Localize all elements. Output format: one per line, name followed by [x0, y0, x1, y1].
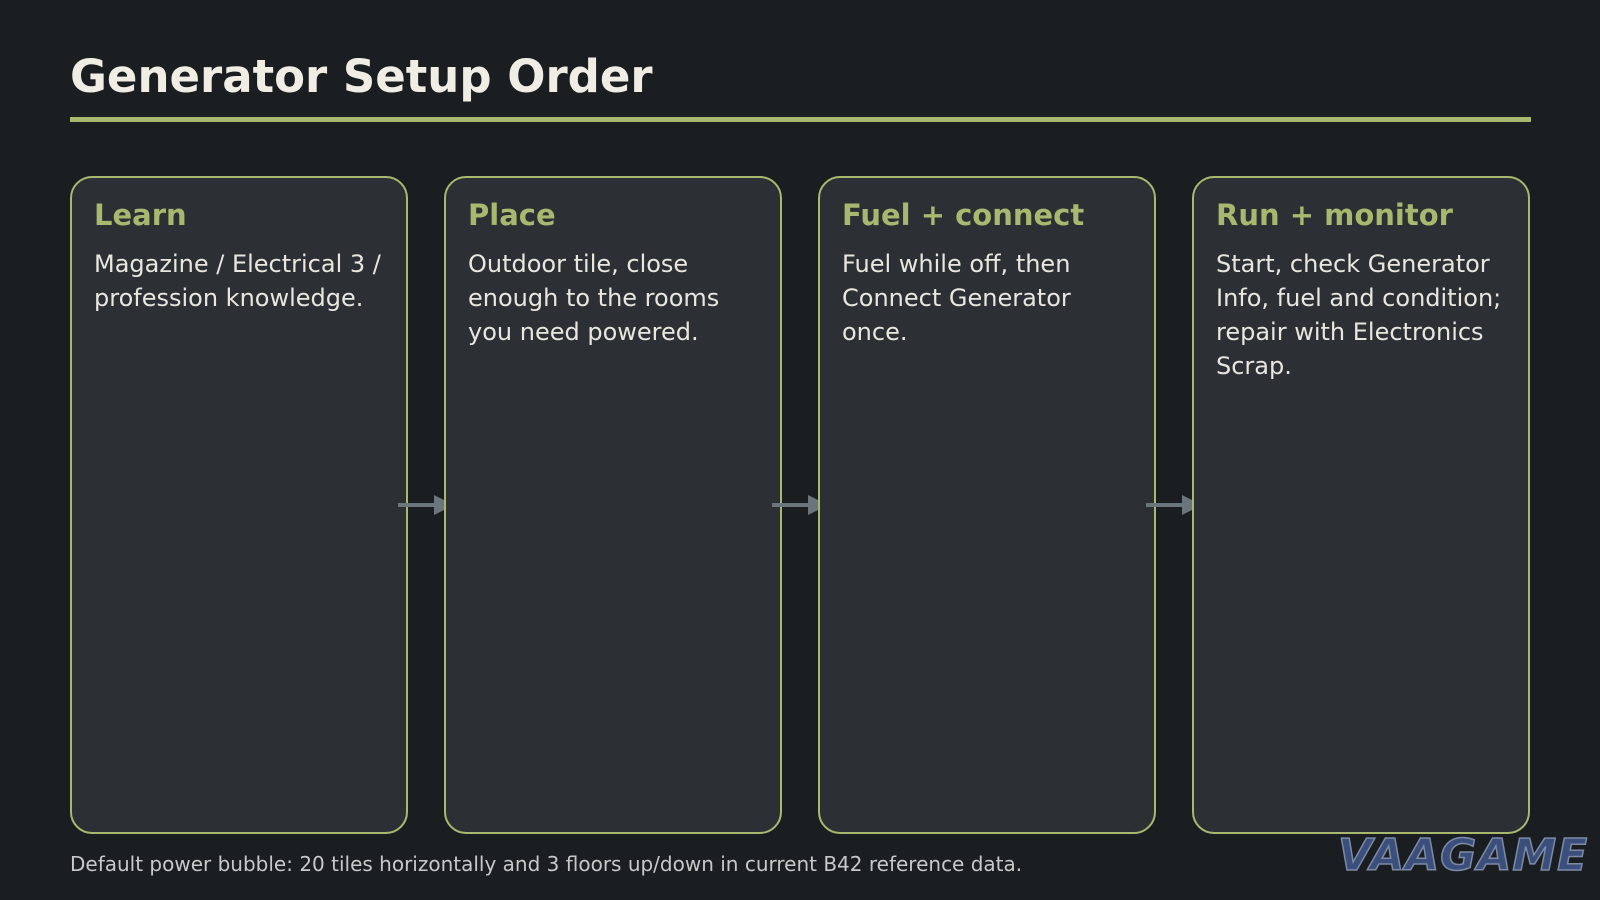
- page-title: Generator Setup Order: [70, 50, 653, 103]
- step-card-place: Place Outdoor tile, close enough to the …: [444, 176, 782, 834]
- step-card-run-monitor: Run + monitor Start, check Generator Inf…: [1192, 176, 1530, 834]
- footer-note: Default power bubble: 20 tiles horizonta…: [70, 852, 1023, 876]
- vaagame-logo: VAAGAME: [1337, 829, 1589, 882]
- step-card-learn: Learn Magazine / Electrical 3 / professi…: [70, 176, 408, 834]
- step-title: Run + monitor: [1216, 198, 1453, 232]
- step-description: Start, check Generator Info, fuel and co…: [1216, 249, 1502, 380]
- step-title: Place: [468, 198, 556, 232]
- step-title: Learn: [94, 198, 187, 232]
- step-description: Outdoor tile, close enough to the rooms …: [468, 249, 720, 346]
- step-description: Magazine / Electrical 3 / profession kno…: [94, 249, 381, 312]
- step-title: Fuel + connect: [842, 198, 1085, 232]
- step-card-fuel-connect: Fuel + connect Fuel while off, then Conn…: [818, 176, 1156, 834]
- step-description: Fuel while off, then Connect Generator o…: [842, 249, 1071, 346]
- title-underline: [70, 117, 1531, 122]
